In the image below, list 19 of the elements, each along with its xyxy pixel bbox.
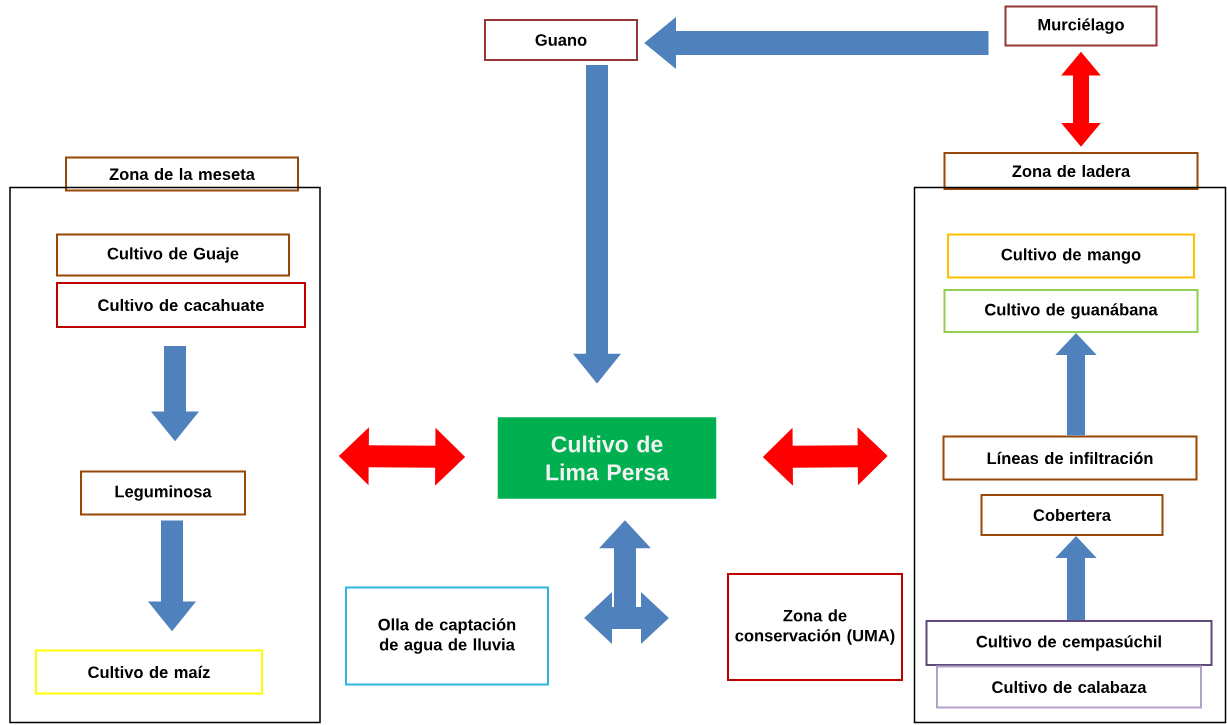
label-box: Olla de captación de agua de lluvia [345,586,549,686]
label-box: Cultivo de guanábana [943,289,1199,333]
label-box: Cultivo de cacahuate [56,282,306,328]
label-box: Zona de conservación (UMA) [727,573,903,681]
label-box: Leguminosa [80,470,246,516]
label-box: Cultivo de maíz [35,649,263,695]
label-box: Cultivo de Guaje [56,233,290,277]
label-box: Líneas de infiltración [942,435,1198,481]
label-box: Cultivo de mango [947,233,1195,279]
label-box: Cobertera [980,494,1164,536]
label-box: Cultivo de cempasúchil [925,620,1213,666]
zone-frame [9,186,321,724]
label-box: Cultivo de calabaza [936,665,1202,709]
label-box: Guano [484,19,638,61]
process-box: Cultivo de Lima Persa [496,415,718,501]
label-box: Zona de la meseta [65,156,299,192]
label-box: Murciélago [1004,5,1158,47]
label-box: Zona de ladera [943,152,1199,190]
zone-frame [913,186,1227,724]
